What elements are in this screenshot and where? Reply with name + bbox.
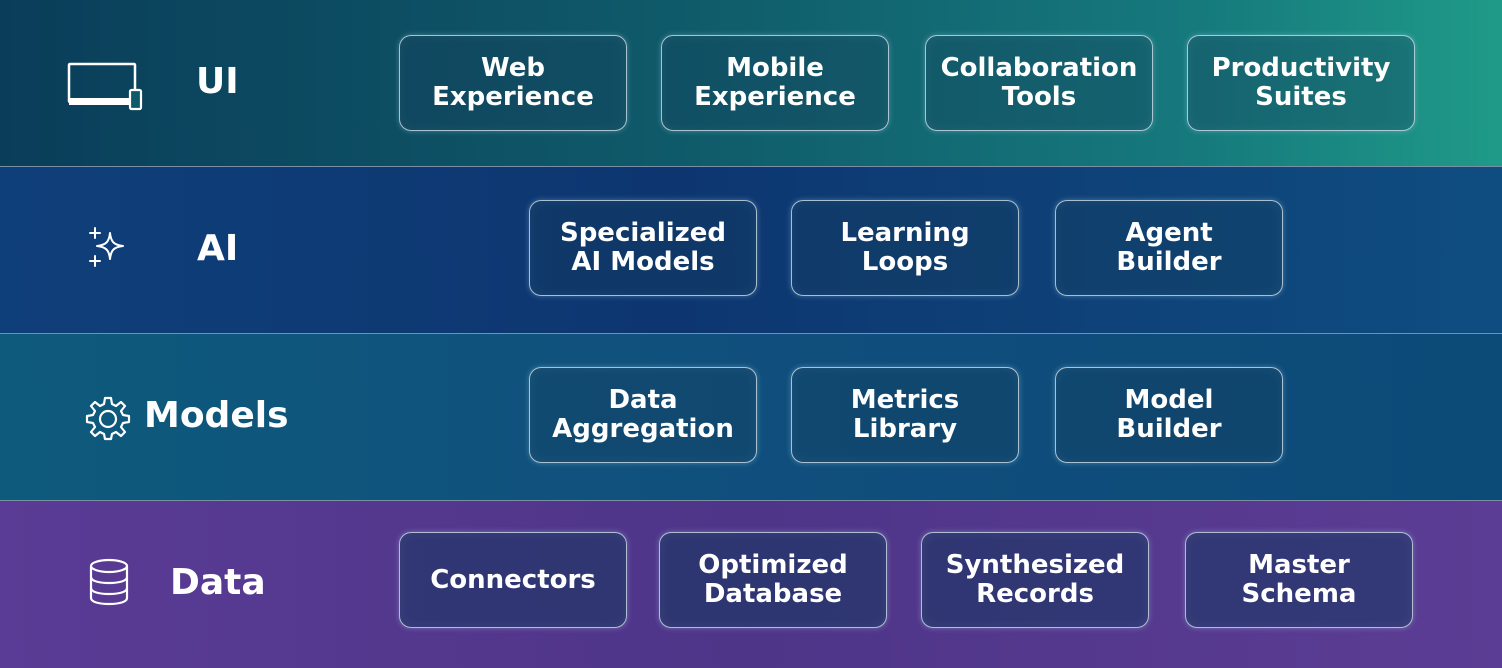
card-productivity-suites[interactable]: Productivity Suites: [1187, 35, 1415, 131]
layer-label-data: Data: [170, 562, 266, 603]
layer-label-models: Models: [144, 395, 289, 436]
divider: [0, 500, 1502, 501]
layer-data: Data Connectors Optimized Database Synth…: [0, 501, 1502, 668]
card-label: Master Schema: [1241, 550, 1357, 609]
layer-models: Models Data Aggregation Metrics Library …: [0, 334, 1502, 500]
divider: [0, 166, 1502, 167]
card-label: Data Aggregation: [552, 385, 734, 444]
laptop-phone-icon: [66, 60, 146, 114]
card-label: Mobile Experience: [694, 53, 856, 112]
card-label: Connectors: [430, 564, 596, 595]
card-mobile-experience[interactable]: Mobile Experience: [661, 35, 889, 131]
card-label: Model Builder: [1116, 385, 1222, 444]
layer-ui: UI Web Experience Mobile Experience Coll…: [0, 0, 1502, 166]
card-data-aggregation[interactable]: Data Aggregation: [529, 367, 757, 463]
card-learning-loops[interactable]: Learning Loops: [791, 200, 1019, 296]
card-specialized-ai-models[interactable]: Specialized AI Models: [529, 200, 757, 296]
sparkles-icon: [86, 225, 130, 269]
card-label: Learning Loops: [840, 218, 970, 277]
card-optimized-database[interactable]: Optimized Database: [659, 532, 887, 628]
card-connectors[interactable]: Connectors: [399, 532, 627, 628]
card-master-schema[interactable]: Master Schema: [1185, 532, 1413, 628]
card-label: Collaboration Tools: [940, 53, 1138, 112]
card-label: Productivity Suites: [1211, 53, 1391, 112]
card-label: Synthesized Records: [945, 550, 1125, 609]
layer-label-ui: UI: [196, 61, 239, 102]
divider: [0, 333, 1502, 334]
card-collaboration-tools[interactable]: Collaboration Tools: [925, 35, 1153, 131]
card-agent-builder[interactable]: Agent Builder: [1055, 200, 1283, 296]
card-web-experience[interactable]: Web Experience: [399, 35, 627, 131]
card-label: Web Experience: [432, 53, 594, 112]
gear-icon: [84, 394, 132, 442]
layer-label-ai: AI: [197, 228, 239, 269]
card-model-builder[interactable]: Model Builder: [1055, 367, 1283, 463]
card-label: Agent Builder: [1116, 218, 1222, 277]
card-label: Metrics Library: [850, 385, 960, 444]
card-synthesized-records[interactable]: Synthesized Records: [921, 532, 1149, 628]
card-label: Optimized Database: [698, 550, 848, 609]
layer-ai: AI Specialized AI Models Learning Loops …: [0, 167, 1502, 333]
card-label: Specialized AI Models: [559, 218, 727, 277]
database-icon: [86, 557, 132, 607]
card-metrics-library[interactable]: Metrics Library: [791, 367, 1019, 463]
